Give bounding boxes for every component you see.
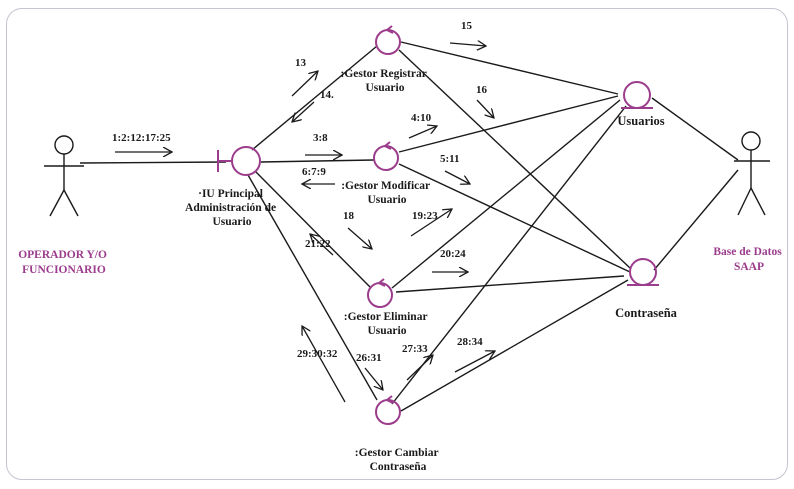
- control-cambiar-icon: [375, 395, 401, 425]
- entity-contrasena-label: Contraseña: [615, 306, 678, 320]
- msg-2122: 21:22: [305, 238, 331, 250]
- control-eliminar-label: :Gestor Eliminar Usuario: [344, 311, 430, 337]
- arrow-m13: [291, 71, 318, 97]
- link-cambiar-contrasena: [400, 279, 629, 412]
- link-contrasena-database: [653, 169, 739, 271]
- database-label: Base de Datos SAAP: [713, 246, 784, 273]
- arrow-m2631: [364, 367, 383, 390]
- control-cambiar-label: :Gestor Cambiar Contraseña: [355, 447, 441, 473]
- msg-38: 3:8: [313, 132, 328, 144]
- association-lines: [79, 41, 739, 412]
- operator-label: OPERADOR Y/O FUNCIONARIO: [18, 249, 110, 276]
- link-eliminar-usuarios: [391, 99, 621, 289]
- msg-679: 6:7:9: [302, 166, 326, 178]
- arrow-m2733: [406, 355, 433, 381]
- arrow-m2122: [310, 234, 334, 256]
- link-registrar-contrasena: [398, 49, 631, 269]
- entity-contrasena-icon: [627, 258, 659, 286]
- msg-2024: 20:24: [440, 248, 466, 260]
- control-modificar-label: :Gestor Modificar Usuario: [341, 180, 433, 206]
- link-boundary-cambiar: [247, 174, 378, 401]
- actor-operator-icon: [44, 135, 84, 217]
- link-operator-boundary: [79, 161, 227, 164]
- entity-usuarios-icon: [621, 81, 653, 109]
- msg-511: 5:11: [440, 153, 460, 165]
- msg-2631: 26:31: [356, 352, 382, 364]
- link-boundary-modificar: [260, 159, 375, 163]
- msg-14: 14.: [320, 89, 334, 101]
- arrow-m293032: [302, 326, 346, 403]
- message-arrows: [115, 43, 495, 403]
- msg-13: 13: [295, 57, 307, 69]
- arrow-m18: [347, 227, 372, 249]
- link-modificar-usuarios: [398, 95, 619, 153]
- link-cambiar-usuarios: [391, 105, 627, 405]
- boundary-icon: [217, 146, 261, 176]
- msg-16: 16: [476, 84, 488, 96]
- msg-2733: 27:33: [402, 343, 428, 355]
- arrow-m410: [408, 126, 437, 139]
- msg-18: 18: [343, 210, 355, 222]
- arrow-m511: [444, 170, 470, 184]
- link-registrar-usuarios: [400, 41, 619, 95]
- link-boundary-registrar: [251, 45, 378, 151]
- control-registrar-label: :Gestor Registrar Usuario: [341, 68, 430, 94]
- link-modificar-contrasena: [398, 163, 631, 273]
- arrow-m16: [476, 99, 494, 118]
- link-boundary-eliminar: [255, 171, 371, 288]
- msg-410: 4:10: [411, 112, 432, 124]
- msg-actor: 1:2:12:17:25: [112, 132, 171, 144]
- msg-293032: 29:30:32: [297, 348, 338, 360]
- arrow-m2834: [454, 351, 495, 373]
- msg-15: 15: [461, 20, 473, 32]
- arrow-m1923: [410, 209, 452, 237]
- msg-1923: 19:23: [412, 210, 438, 222]
- actor-database-icon: [734, 131, 770, 216]
- control-registrar-icon: [375, 25, 401, 55]
- control-modificar-icon: [373, 141, 399, 171]
- control-eliminar-icon: [367, 278, 393, 308]
- arrow-m15: [449, 43, 486, 46]
- msg-2834: 28:34: [457, 336, 483, 348]
- link-usuarios-database: [651, 97, 739, 161]
- entity-usuarios-label: Usuarios: [617, 114, 664, 128]
- boundary-label: ·IU Principal Administración de Usuario: [185, 188, 279, 228]
- arrow-m14: [292, 101, 315, 122]
- link-eliminar-contrasena: [395, 275, 625, 293]
- diagram-frame: [6, 8, 788, 480]
